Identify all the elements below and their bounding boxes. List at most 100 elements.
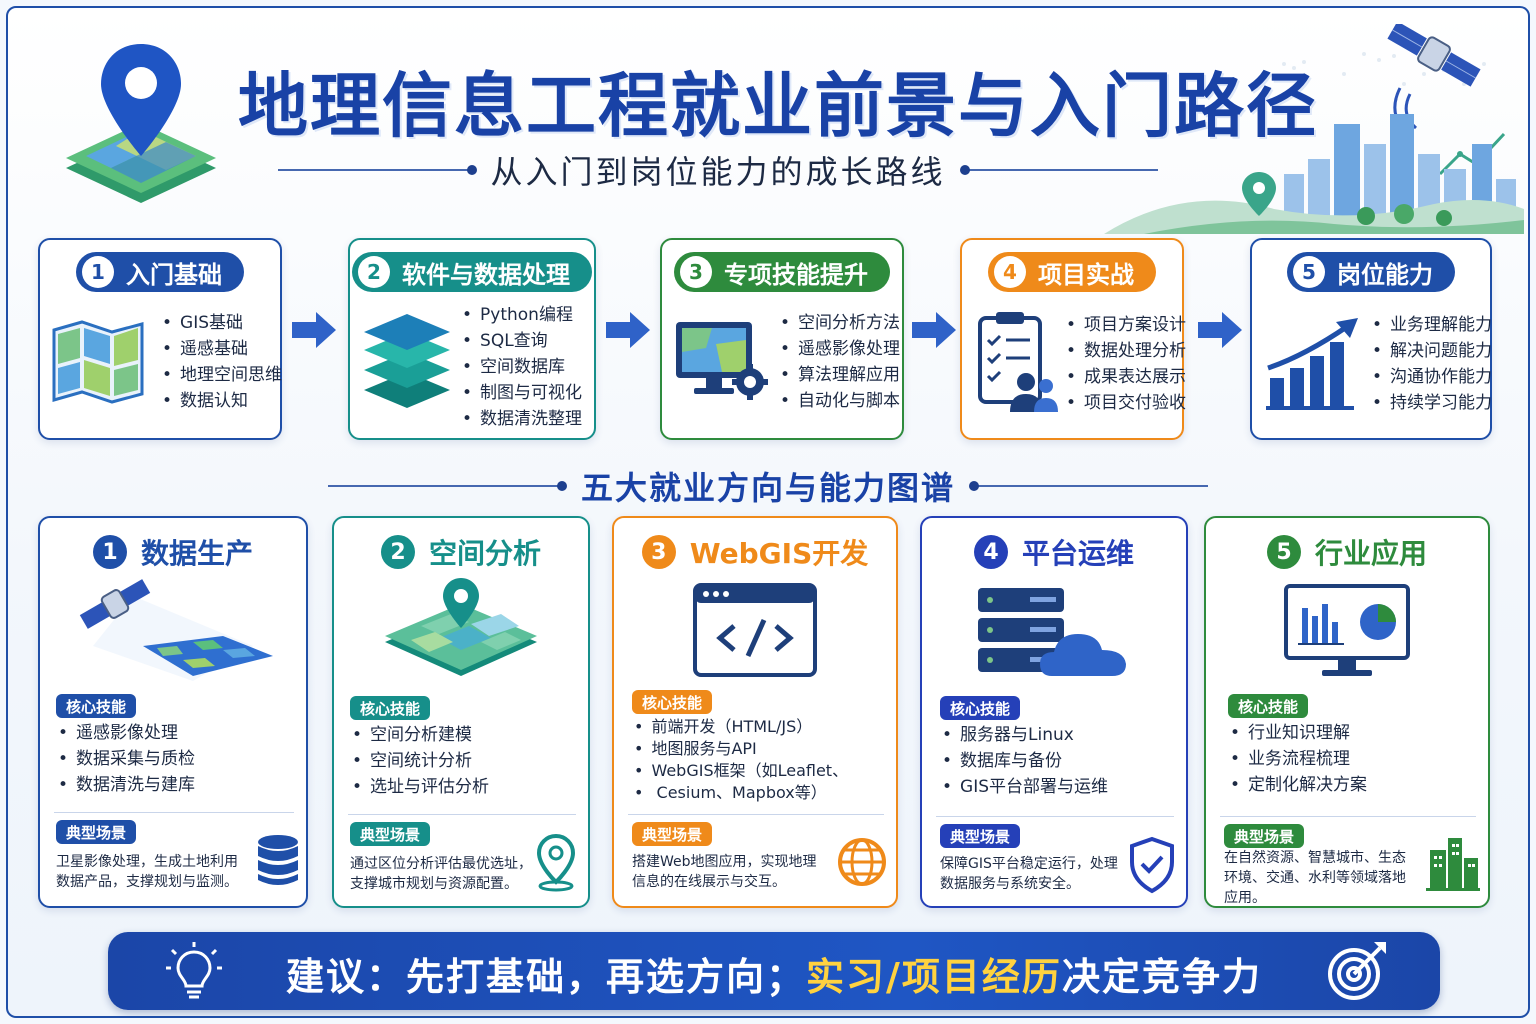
- map-pin-grid-icon: [385, 578, 537, 676]
- direction-number: 5: [1266, 535, 1301, 569]
- direction-title: WebGIS开发: [689, 537, 869, 570]
- list-item: SQL查询: [462, 328, 582, 354]
- list-item: 业务流程梳理: [1230, 746, 1367, 772]
- list-item: 空间数据库: [462, 354, 582, 380]
- step-skill-list: GIS基础 遥感基础 地理空间思维 数据认知: [162, 310, 282, 414]
- direction-number: 2: [380, 535, 415, 569]
- divider-line: [54, 812, 294, 813]
- step-pill: 2 软件与数据处理: [352, 252, 592, 292]
- lightbulb-icon: [166, 942, 222, 999]
- scene-line: 信息的在线展示与交互。: [632, 874, 786, 890]
- list-item: 沟通协作能力: [1372, 364, 1492, 390]
- advice-prefix: 建议：先打基础，再选方向；: [286, 955, 807, 999]
- step-title: 入门基础: [126, 260, 222, 289]
- list-item: 数据清洗整理: [462, 406, 582, 432]
- list-item: Python编程: [462, 302, 582, 328]
- scene-line: 支撑城市规划与资源配置。: [350, 876, 518, 892]
- step-skill-list: 项目方案设计 数据处理分析 成果表达展示 项目交付验收: [1066, 312, 1186, 416]
- step-card-2: 2 软件与数据处理 Python编程 SQL查询 空间数据库 制图与可视化 数据…: [348, 238, 596, 440]
- direction-card-3: 3 WebGIS开发 核心技能 前端开发（HTML/JS） 地图服务与API W…: [612, 516, 898, 908]
- list-item: 空间分析方法: [780, 310, 900, 336]
- satellite-icon: [79, 579, 273, 681]
- page-subtitle: 从入门到岗位能力的成长路线: [490, 153, 946, 191]
- direction-header: 3 WebGIS开发: [614, 532, 896, 572]
- advice-highlight: 实习/项目经历: [806, 955, 1062, 999]
- scene-text: 搭建Web地图应用，实现地理 信息的在线展示与交互。: [632, 852, 817, 892]
- scene-line: 在自然资源、智慧城市、生态: [1224, 850, 1406, 866]
- direction-title: 空间分析: [428, 537, 541, 570]
- list-item: 数据库与备份: [942, 748, 1108, 774]
- step-skill-list: Python编程 SQL查询 空间数据库 制图与可视化 数据清洗整理: [462, 302, 582, 432]
- step-number: 5: [1293, 256, 1325, 288]
- divider-line: [1220, 816, 1476, 817]
- list-item: 解决问题能力: [1372, 338, 1492, 364]
- dashboard-monitor-icon: [1284, 584, 1410, 676]
- list-item: 数据清洗与建库: [58, 772, 195, 798]
- city-skyline-icon: [1104, 24, 1524, 234]
- list-item: 项目方案设计: [1066, 312, 1186, 338]
- list-item: Cesium、Mapbox等）: [634, 782, 848, 804]
- scene-line: 应用。: [1224, 890, 1266, 906]
- server-cloud-icon: [978, 588, 1126, 676]
- step-pill: 5 岗位能力: [1287, 252, 1455, 292]
- direction-header: 1 数据生产: [40, 532, 306, 572]
- building-icon: [1426, 838, 1480, 891]
- skills-tag: 核心技能: [1228, 694, 1309, 718]
- direction-title: 平台运维: [1021, 537, 1134, 570]
- scene-text: 保障GIS平台稳定运行，处理 数据服务与系统安全。: [940, 854, 1118, 894]
- direction-card-5: 5 行业应用 核心技能 行业知识理解 业务流程梳理 定制化解决方案 典型场景 在…: [1204, 516, 1490, 908]
- skills-tag: 核心技能: [56, 694, 137, 718]
- list-item: 地图服务与API: [634, 738, 848, 760]
- location-pin-icon: [536, 833, 576, 892]
- arrow-right-icon: [912, 312, 956, 348]
- direction-skill-list: 前端开发（HTML/JS） 地图服务与API WebGIS框架（如Leaflet…: [634, 716, 848, 804]
- direction-header: 2 空间分析: [334, 532, 588, 572]
- scene-line: 通过区位分析评估最优选址，: [350, 856, 532, 872]
- divider-line: [328, 481, 567, 491]
- layers-icon: [364, 314, 450, 408]
- checklist-team-icon: [978, 312, 1058, 412]
- skills-tag: 核心技能: [940, 696, 1021, 720]
- direction-header: 5 行业应用: [1206, 532, 1488, 572]
- infographic-page: 地理信息工程就业前景与入门路径 从入门到岗位能力的成长路线: [6, 6, 1530, 1018]
- list-item: 算法理解应用: [780, 362, 900, 388]
- direction-card-1: 1 数据生产 核心技能 遥感影像处理 数据采集与质检 数据清洗与建库 典型场景 …: [38, 516, 308, 908]
- list-item: 定制化解决方案: [1230, 772, 1367, 798]
- list-item: 地理空间思维: [162, 362, 282, 388]
- direction-skill-list: 行业知识理解 业务流程梳理 定制化解决方案: [1230, 720, 1367, 798]
- divider-line: [936, 816, 1174, 817]
- scene-text: 通过区位分析评估最优选址， 支撑城市规划与资源配置。: [350, 854, 532, 894]
- advice-text: 建议：先打基础，再选方向；实习/项目经历决定竞争力: [108, 946, 1440, 1001]
- direction-skill-list: 遥感影像处理 数据采集与质检 数据清洗与建库: [58, 720, 195, 798]
- direction-header: 4 平台运维: [922, 532, 1186, 572]
- scene-line: 搭建Web地图应用，实现地理: [632, 854, 817, 870]
- scene-tag: 典型场景: [1224, 824, 1305, 848]
- list-item: 数据认知: [162, 388, 282, 414]
- direction-skill-list: 空间分析建模 空间统计分析 选址与评估分析: [352, 722, 489, 800]
- step-title: 项目实战: [1038, 260, 1134, 289]
- direction-number: 3: [641, 535, 676, 569]
- skills-tag: 核心技能: [632, 690, 713, 714]
- directions-title-row: 五大就业方向与能力图谱: [328, 464, 1209, 508]
- list-item: 前端开发（HTML/JS）: [634, 716, 848, 738]
- direction-title: 行业应用: [1314, 537, 1427, 570]
- map-pin-icon: [66, 44, 216, 203]
- direction-title: 数据生产: [140, 537, 253, 570]
- step-number: 4: [994, 256, 1026, 288]
- scene-line: 保障GIS平台稳定运行，处理: [940, 856, 1118, 872]
- list-item: 自动化与脚本: [780, 388, 900, 414]
- step-title: 软件与数据处理: [402, 260, 570, 289]
- globe-icon: [838, 838, 886, 886]
- list-item: GIS平台部署与运维: [942, 774, 1108, 800]
- divider-line: [348, 814, 576, 815]
- arrow-right-icon: [1198, 312, 1242, 348]
- scene-tag: 典型场景: [632, 822, 713, 846]
- step-card-3: 3 专项技能提升 空间分析方法 遥感影像处理 算法理解应用 自动化与脚本: [660, 238, 904, 440]
- step-pill: 1 入门基础: [76, 252, 244, 292]
- arrow-right-icon: [292, 312, 336, 348]
- direction-card-2: 2 空间分析 核心技能 空间分析建模 空间统计分析 选址与评估分析 典型场景 通…: [332, 516, 590, 908]
- database-icon: [258, 835, 298, 885]
- list-item: 行业知识理解: [1230, 720, 1367, 746]
- list-item: 空间统计分析: [352, 748, 489, 774]
- step-number: 2: [358, 256, 390, 288]
